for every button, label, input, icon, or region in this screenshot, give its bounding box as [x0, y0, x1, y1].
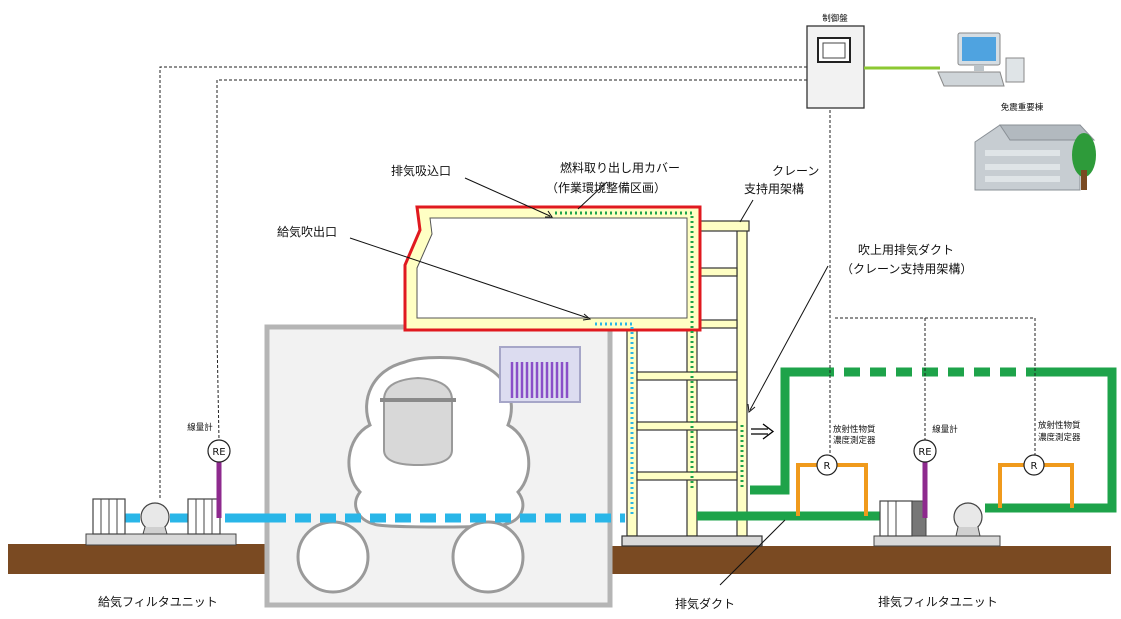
rad-monitor-right[interactable]: R: [998, 454, 1074, 508]
rad-monitor-left[interactable]: R: [796, 454, 868, 516]
exhaust-filter-unit[interactable]: [873, 500, 1001, 547]
supply-outlet-label: 給気吹出口: [277, 224, 337, 239]
exhaust-intake-dotted-line: [555, 211, 694, 490]
seismic-building-label: 免震重要棟: [1001, 102, 1044, 113]
supply-fan-icon: [140, 502, 170, 532]
blowup-duct-label-2: （クレーン支持用架構）: [841, 261, 972, 276]
reactor-pressure-vessel: [383, 376, 453, 467]
seismic-isolated-building-icon: [974, 124, 1096, 191]
computer-icon: [937, 32, 1025, 87]
exhaust-duct-label: 排気ダクト: [675, 596, 735, 611]
fuel-removal-cover[interactable]: [403, 205, 702, 517]
dosimeter-left[interactable]: RE: [207, 439, 231, 518]
crane-label-1: クレーン: [772, 164, 819, 178]
exhaust-duct[interactable]: [697, 367, 1117, 521]
supply-outlet-dotted-line: [595, 322, 634, 517]
fuel-racks: [510, 362, 569, 398]
ground-right: [611, 546, 1111, 574]
exhaust-fan-icon: [953, 502, 983, 532]
ground-left: [8, 544, 270, 574]
re-label-left: RE: [212, 447, 225, 458]
fuel-cover-label-2: （作業環境整備区画）: [546, 180, 666, 195]
exhaust-intake-label: 排気吸込口: [391, 163, 451, 178]
r-label-left: R: [824, 461, 831, 472]
dosimeter-right-label: 線量計: [932, 424, 958, 435]
dosimeter-left-label: 線量計: [187, 422, 213, 433]
rad-meter-left-label-1: 放射性物質: [833, 424, 876, 435]
exhaust-flow-arrow-icon: [751, 423, 775, 440]
reactor-building: [264, 324, 613, 608]
leader-lines: [349, 177, 829, 586]
signal-lines: [159, 66, 1036, 500]
fuel-cover-label-1: 燃料取り出し用カバー: [560, 160, 680, 175]
control-panel[interactable]: [806, 25, 865, 109]
rad-meter-right-label-2: 濃度測定器: [1038, 432, 1081, 443]
r-label-right: R: [1031, 461, 1038, 472]
exhaust-filter-unit-label: 排気フィルタユニット: [878, 594, 998, 609]
crane-label-2: 支持用架構: [744, 181, 804, 196]
control-panel-label: 制御盤: [822, 13, 848, 24]
supply-filter-unit[interactable]: [85, 498, 237, 546]
blowup-duct-label-1: 吹上用排気ダクト: [858, 242, 954, 257]
rad-meter-left-label-2: 濃度測定器: [833, 435, 876, 446]
supply-filter-unit-label: 給気フィルタユニット: [98, 594, 218, 609]
re-label-right: RE: [918, 447, 931, 458]
rad-meter-right-label-1: 放射性物質: [1038, 420, 1081, 431]
suppression-chamber-right: [451, 520, 525, 594]
suppression-chamber-left: [296, 520, 370, 594]
